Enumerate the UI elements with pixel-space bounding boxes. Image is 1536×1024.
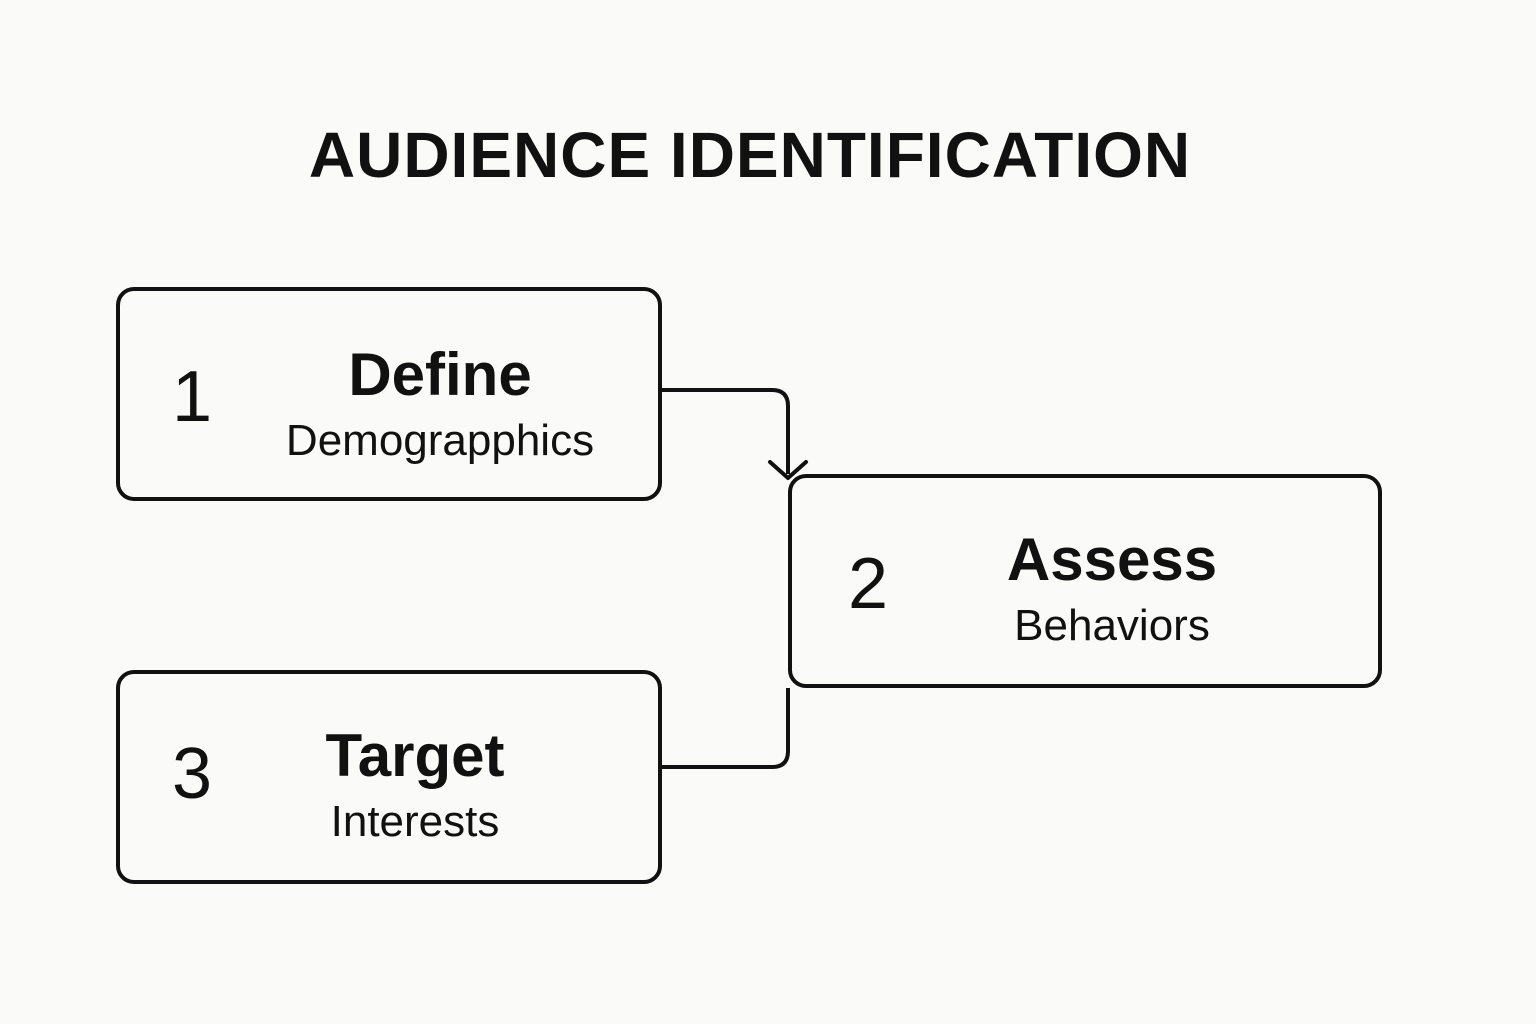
step-title: Target xyxy=(325,722,505,789)
step-title: Define xyxy=(348,341,532,408)
step-subtitle: Behaviors xyxy=(1014,601,1210,650)
step-text: Target Interests xyxy=(270,726,560,844)
step-box-target: 3 Target Interests xyxy=(116,670,662,884)
connector-step1-to-step2 xyxy=(662,388,790,474)
step-title: Assess xyxy=(1006,526,1218,593)
step-text: Define Demograpphics xyxy=(240,345,640,463)
step-number: 1 xyxy=(172,357,213,437)
diagram-title: AUDIENCE IDENTIFICATION xyxy=(308,119,1192,191)
step-subtitle: Interests xyxy=(330,797,500,846)
step-text: Assess Behaviors xyxy=(972,530,1252,648)
step-number: 3 xyxy=(172,734,213,814)
step-box-define: 1 Define Demograpphics xyxy=(116,287,662,501)
step-subtitle: Demograpphics xyxy=(285,416,595,465)
step-box-assess: 2 Assess Behaviors xyxy=(788,474,1382,688)
connector-step3-to-step2 xyxy=(662,688,790,769)
arrowhead-icon xyxy=(768,460,808,480)
step-number: 2 xyxy=(848,544,889,624)
